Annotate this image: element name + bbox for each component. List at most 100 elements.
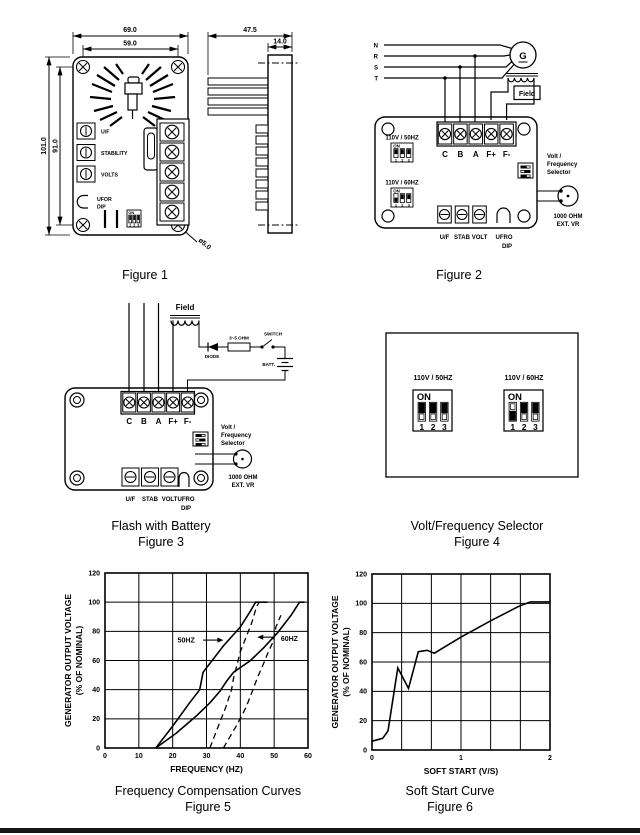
ufro-label: UFOR <box>97 197 112 203</box>
dip-label: DIP <box>181 506 191 512</box>
svg-text:100: 100 <box>355 601 367 608</box>
ext-vr-label-1: 1000 OHM <box>228 475 257 481</box>
fuse <box>143 127 159 171</box>
led-window <box>76 194 88 209</box>
freq50-label: 110V / 50HZ <box>414 375 454 382</box>
svg-text:40: 40 <box>92 687 100 694</box>
svg-text:(% OF NOMINAL): (% OF NOMINAL) <box>74 626 84 696</box>
diode-label: DIODE <box>205 354 220 359</box>
field-label: Field <box>519 91 535 98</box>
svg-text:40: 40 <box>359 689 367 696</box>
svg-text:10: 10 <box>135 753 143 760</box>
terminal-label-b: B <box>141 417 147 426</box>
ext-vr-label-1: 1000 OHM <box>553 214 582 220</box>
generator-symbol: G <box>509 41 537 69</box>
svg-text:3: 3 <box>137 223 139 227</box>
svg-text:0: 0 <box>103 753 107 760</box>
dim-hole: ø5.0 <box>197 237 212 251</box>
selector-label-2: Frequency <box>547 162 578 168</box>
figure2-drawing: N R S T G Field C B A F+ F- 110V / 50HZ … <box>374 41 583 250</box>
terminal-screws <box>159 122 185 222</box>
caption-title: Volt/Frequency Selector <box>410 519 544 533</box>
svg-text:0: 0 <box>363 747 367 754</box>
svg-text:2: 2 <box>401 157 404 162</box>
phase-label-s: S <box>374 66 378 72</box>
svg-text:ON: ON <box>393 144 400 149</box>
freq50-label: 110V / 50HZ <box>385 136 419 142</box>
figure1-drawing: 69.0 59.0 101.0 91.0 47.5 14.0 ø5.0 <box>41 27 298 252</box>
field-winding: Field <box>170 303 200 392</box>
transistor-tab <box>127 76 140 84</box>
ufro-label: UFRO <box>496 235 513 241</box>
svg-text:3: 3 <box>408 157 411 162</box>
corner-screws <box>75 59 186 75</box>
svg-text:2: 2 <box>522 422 527 432</box>
terminal-screws <box>122 392 195 413</box>
dim-47-5: 47.5 <box>243 27 257 34</box>
field-winding: Field <box>490 73 541 120</box>
svg-text:ON: ON <box>128 210 134 215</box>
svg-text:20: 20 <box>92 716 100 723</box>
caption-text: Figure 3 <box>138 534 184 549</box>
freq60-label: 110V / 60HZ <box>505 375 545 382</box>
led-window <box>178 471 190 487</box>
svg-text:0: 0 <box>96 745 100 752</box>
svg-text:1: 1 <box>395 157 398 162</box>
caption-text: Figure 4 <box>454 534 500 549</box>
svg-text:50: 50 <box>270 753 278 760</box>
switch-label: SWITCH <box>264 332 283 337</box>
svg-text:FREQUENCY (HZ): FREQUENCY (HZ) <box>170 764 243 774</box>
pot-label-uf: U/F <box>126 497 136 503</box>
battery-label: BATT. <box>262 362 275 367</box>
ext-vr-pot <box>195 449 253 469</box>
dip-switch-icon <box>517 162 534 179</box>
caption-figure1: Figure 1 <box>70 268 220 284</box>
pot-label-volt: VOLT <box>162 497 178 503</box>
dimension-lines: 69.0 59.0 101.0 91.0 47.5 14.0 ø5.0 <box>41 27 293 252</box>
dim-59: 59.0 <box>123 41 137 48</box>
caption-figure3: Flash with Battery Figure 3 <box>86 519 236 550</box>
svg-text:ON: ON <box>508 391 522 402</box>
heatsink <box>89 63 176 127</box>
freq60-label: 110V / 60HZ <box>385 181 419 187</box>
selector-label-3: Selector <box>221 441 245 447</box>
svg-text:120: 120 <box>355 571 367 578</box>
flash-circuit: DIODE 3~5 OHM SWITCH BATT. <box>187 320 293 392</box>
svg-text:1: 1 <box>459 755 463 762</box>
field-label: Field <box>176 303 195 312</box>
svg-text:80: 80 <box>92 629 100 636</box>
sensing-wires <box>128 303 160 392</box>
terminal-label-a: A <box>156 417 162 426</box>
terminal-label-fplus: F+ <box>486 150 496 159</box>
dim-14: 14.0 <box>273 39 287 46</box>
svg-text:50HZ: 50HZ <box>178 637 196 644</box>
trimmer-pots <box>437 205 487 224</box>
avr-side-view <box>207 54 298 234</box>
dim-69: 69.0 <box>123 27 137 34</box>
selector-label-3: Selector <box>547 170 571 176</box>
svg-text:(% OF NOMINAL): (% OF NOMINAL) <box>341 627 351 697</box>
terminal-label-c: C <box>126 417 132 426</box>
caption-figure6: Soft Start Curve Figure 6 <box>350 784 550 815</box>
selector-label-2: Frequency <box>221 433 252 439</box>
pot-label-uf: U/F <box>440 235 450 241</box>
svg-text:2: 2 <box>548 755 552 762</box>
svg-text:60: 60 <box>92 658 100 665</box>
svg-text:0: 0 <box>370 755 374 762</box>
svg-text:100: 100 <box>88 600 100 607</box>
svg-text:1: 1 <box>395 202 398 207</box>
svg-text:GENERATOR OUTPUT VOLTAGE: GENERATOR OUTPUT VOLTAGE <box>63 594 73 727</box>
caption-title: Flash with Battery <box>111 519 211 533</box>
svg-text:80: 80 <box>359 630 367 637</box>
phase-label-t: T <box>374 77 378 83</box>
caption-text: Figure 2 <box>436 268 482 282</box>
pot-label-stability: STABILITY <box>101 151 128 157</box>
